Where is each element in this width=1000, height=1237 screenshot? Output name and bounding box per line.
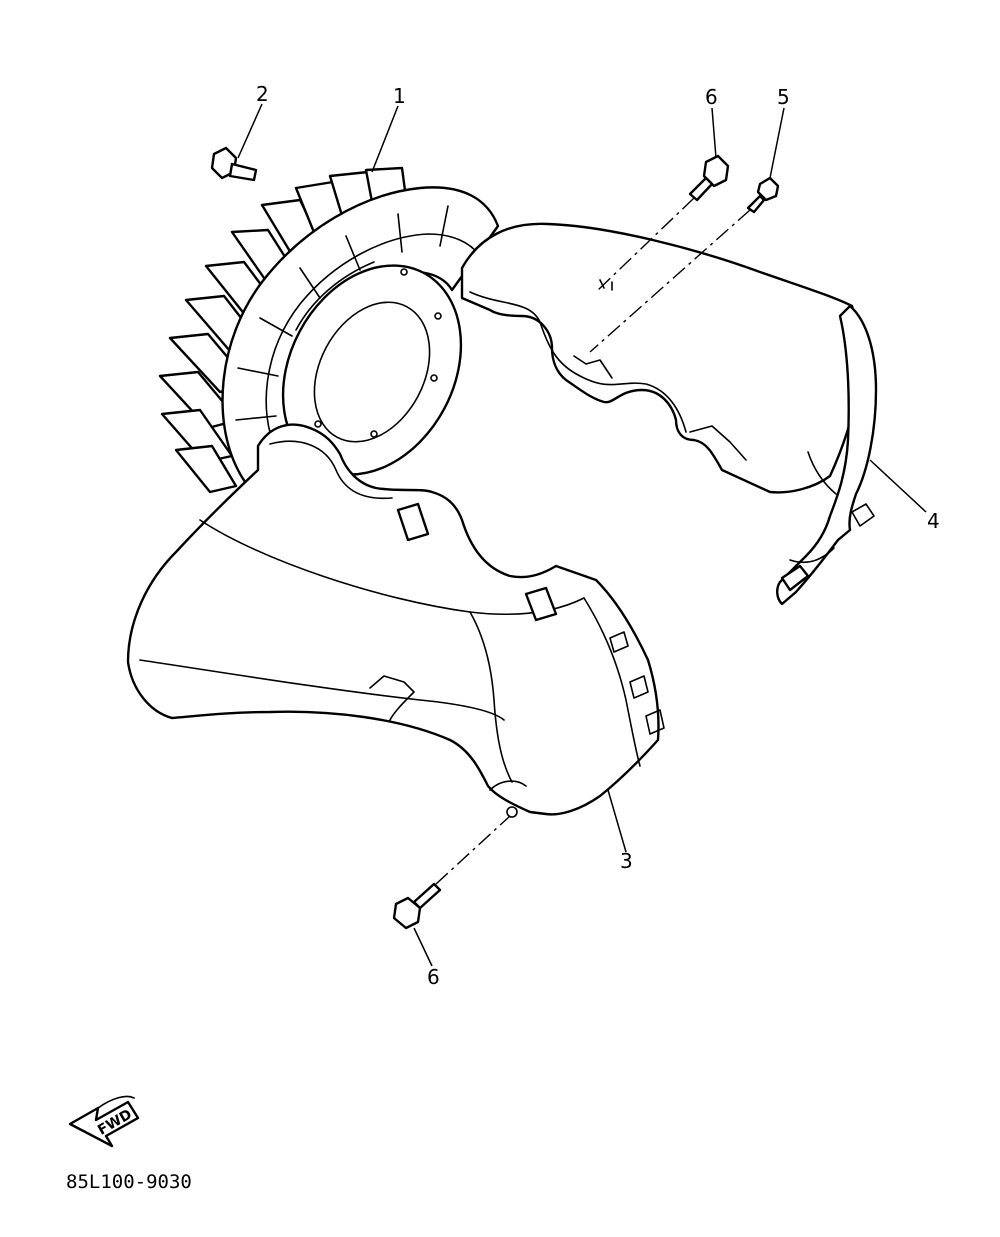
- lower-cover-part: [126, 423, 665, 818]
- bolt-2-part: [210, 146, 258, 182]
- bolt-6-lower-part: [392, 882, 442, 930]
- callout-2: 2: [256, 82, 269, 106]
- callout-6-bottom: 6: [427, 965, 440, 989]
- forward-arrow-icon: FWD: [68, 1095, 140, 1148]
- callout-6-top: 6: [705, 85, 718, 109]
- upper-cover-part: [460, 222, 878, 606]
- flywheel-part: [158, 166, 500, 500]
- screw-5-part: [746, 176, 780, 214]
- bolt-6-upper-part: [688, 154, 730, 202]
- upper-cover-body: [460, 222, 862, 494]
- callout-4: 4: [927, 509, 940, 533]
- drawing-code: 85L100-9030: [66, 1171, 192, 1193]
- callout-1: 1: [393, 84, 406, 108]
- callout-3: 3: [620, 849, 633, 873]
- callout-5: 5: [777, 85, 790, 109]
- lower-cover-body: [126, 423, 660, 816]
- callout-leaders: [237, 103, 927, 967]
- assembly-lines: [435, 197, 751, 885]
